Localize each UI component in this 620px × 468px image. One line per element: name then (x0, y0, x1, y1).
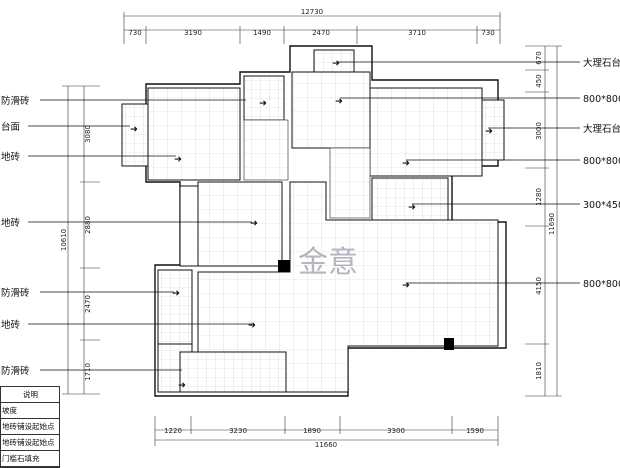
dim-right-seg: 4150 (535, 277, 543, 295)
legend-row: 地砖铺设起始点 (1, 435, 59, 451)
legend-row: 地砖铺设起始点 (1, 419, 59, 435)
arrow-icon: ➜ (332, 58, 340, 69)
watermark: 金意 (298, 245, 358, 280)
room-bedroom-2 (369, 87, 483, 177)
arrow-icon: ➜ (485, 126, 493, 137)
arrow-icon: ➜ (174, 154, 182, 165)
dim-top-total: 12730 (301, 8, 323, 16)
label-left: 防滑砖 (1, 287, 30, 299)
column-right (444, 338, 454, 350)
room-bath-bottom (179, 351, 287, 393)
room-bedroom-1 (147, 87, 241, 181)
dim-top-seg: 1490 (253, 29, 271, 37)
dim-top-seg: 3190 (184, 29, 202, 37)
dim-top-seg: 730 (481, 29, 494, 37)
right-callouts: 大理石台 800*800 大理石台 800*800 300*450 800*80… (338, 57, 620, 290)
dim-right-seg: 1810 (535, 362, 543, 380)
legend-table: 说明 坡度 地砖铺设起始点 地砖铺设起始点 门槛石填充 (0, 386, 60, 468)
label-left: 台面 (1, 121, 20, 133)
room-bath-top (243, 75, 285, 121)
label-left: 防滑砖 (1, 95, 30, 107)
label-right: 800*800 (583, 279, 620, 290)
bottom-dimension-chain: 1220 3230 1890 3300 1590 11660 (154, 416, 499, 449)
label-right: 800*800 (583, 94, 620, 105)
dim-bottom-seg: 3300 (387, 427, 405, 435)
arrow-icon: ➜ (130, 124, 138, 135)
room-bedroom-3 (197, 181, 283, 267)
room-top-niche (313, 49, 355, 73)
dim-bottom-seg: 1890 (303, 427, 321, 435)
label-right: 800*800 (583, 156, 620, 167)
arrow-icon: ➜ (335, 96, 343, 107)
arrow-icon: ➜ (408, 202, 416, 213)
right-dimension-chain: 670 450 3000 1280 4150 1810 11690 (525, 45, 562, 397)
left-dimension-chain: 10610 3080 2880 2470 1710 (60, 85, 100, 395)
dim-top-seg: 730 (128, 29, 141, 37)
room-top-middle (291, 71, 371, 149)
legend-row: 门槛石填充 (1, 451, 59, 467)
dim-top-seg: 2470 (312, 29, 330, 37)
dim-right-seg: 450 (535, 74, 543, 87)
dim-right-seg: 3000 (535, 122, 543, 140)
legend-row: 坡度 (1, 403, 59, 419)
dim-top-seg: 3710 (408, 29, 426, 37)
dim-left-total: 10610 (60, 229, 68, 251)
dim-bottom-seg: 3230 (229, 427, 247, 435)
arrow-icon: ➜ (248, 320, 256, 331)
dim-left-seg: 2470 (84, 295, 92, 313)
room-closet (179, 185, 199, 267)
dim-bottom-seg: 1590 (466, 427, 484, 435)
label-left: 防滑砖 (1, 365, 30, 377)
label-left: 地砖 (1, 151, 21, 163)
room-right-middle (329, 147, 371, 219)
room-corridor (243, 119, 289, 181)
top-dimension-chain: 12730 730 3190 1490 2470 3710 730 (123, 8, 501, 44)
dim-right-seg: 1280 (535, 188, 543, 206)
arrow-icon: ➜ (178, 380, 186, 391)
label-left: 地砖 (1, 217, 21, 229)
room-kitchen-balcony (157, 269, 193, 345)
dim-left-seg: 2880 (84, 216, 92, 234)
room-living (197, 181, 499, 393)
arrow-icon: ➜ (259, 98, 267, 109)
left-callouts: 防滑砖 台面 地砖 地砖 防滑砖 地砖 防滑砖 (1, 95, 252, 377)
arrow-icon: ➜ (402, 158, 410, 169)
dim-right-total: 11690 (548, 213, 556, 235)
arrow-icon: ➜ (402, 280, 410, 291)
room-bath-right (371, 177, 449, 221)
legend-header: 说明 (1, 387, 59, 403)
start-point-markers: ➜ ➜ ➜ ➜ ➜ ➜ ➜ ➜ ➜ ➜ ➜ ➜ ➜ (130, 58, 493, 391)
label-right: 大理石台 (583, 57, 620, 69)
label-left: 地砖 (1, 319, 21, 331)
rooms (121, 45, 507, 397)
column-left (278, 260, 290, 272)
label-right: 大理石台 (583, 123, 620, 135)
dim-left-seg: 3080 (84, 125, 92, 143)
dim-left-seg: 1710 (84, 363, 92, 381)
arrow-icon: ➜ (172, 288, 180, 299)
dim-bottom-total: 11660 (315, 441, 337, 449)
dim-right-seg: 670 (535, 51, 543, 64)
dim-bottom-seg: 1220 (164, 427, 182, 435)
arrow-icon: ➜ (250, 218, 258, 229)
label-right: 300*450 (583, 200, 620, 211)
room-balcony-left (121, 103, 149, 167)
